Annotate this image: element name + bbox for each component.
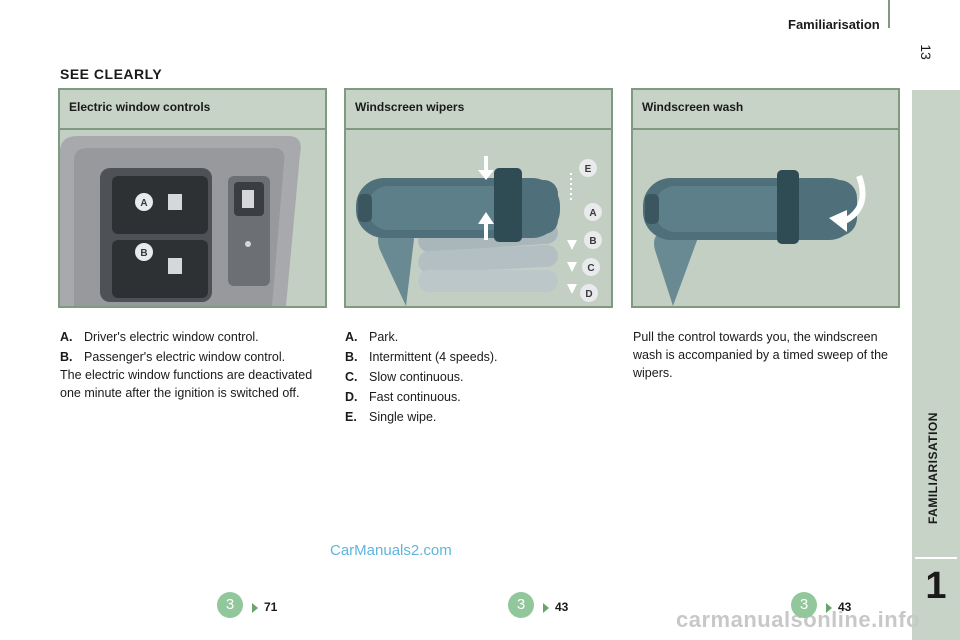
item-text: Park. bbox=[369, 330, 399, 344]
wiper-positions-list: A. Park. B. Intermittent (4 speeds). C. … bbox=[345, 328, 605, 428]
panel-title: Windscreen wash bbox=[633, 90, 898, 130]
item-text: Slow continuous. bbox=[369, 370, 464, 384]
callout-c: C bbox=[587, 263, 594, 274]
list-item: B. Passenger's electric window control. bbox=[60, 348, 320, 367]
panel-title: Electric window controls bbox=[60, 90, 325, 130]
list-item: D. Fast continuous. bbox=[345, 388, 605, 407]
item-text: Intermittent (4 speeds). bbox=[369, 350, 498, 364]
item-letter: D. bbox=[345, 390, 358, 404]
callout-a: A bbox=[589, 208, 596, 219]
chapter-ref-badge: 3 bbox=[508, 592, 534, 618]
chapter-tab-label: FAMILIARISATION bbox=[926, 412, 946, 524]
panel-electric-window-controls: Electric window controls A B bbox=[58, 88, 327, 308]
section-title: SEE CLEARLY bbox=[60, 66, 163, 82]
item-letter: B. bbox=[345, 350, 358, 364]
chapter-number: 1 bbox=[925, 565, 947, 607]
item-text: Fast continuous. bbox=[369, 390, 461, 404]
ref-page-link[interactable]: 71 bbox=[264, 600, 278, 614]
chapter-ref-badge: 3 bbox=[217, 592, 243, 618]
callout-b: B bbox=[140, 248, 147, 259]
callout-b: B bbox=[589, 236, 596, 247]
item-letter: A. bbox=[60, 330, 73, 344]
window-controls-list: A. Driver's electric window control. B. … bbox=[60, 328, 320, 368]
item-letter: A. bbox=[345, 330, 358, 344]
panel-title: Windscreen wipers bbox=[346, 90, 611, 130]
wash-description: Pull the control towards you, the windsc… bbox=[633, 330, 888, 380]
site-watermark: CarManuals2.com bbox=[330, 542, 452, 559]
chapter-ref-badge: 3 bbox=[791, 592, 817, 618]
panel-windscreen-wipers: Windscreen wipers E bbox=[344, 88, 613, 308]
callout-e: E bbox=[585, 164, 592, 175]
panel-windscreen-wash: Windscreen wash bbox=[631, 88, 900, 308]
callout-a: A bbox=[140, 198, 147, 209]
list-item: C. Slow continuous. bbox=[345, 368, 605, 387]
chapter-tab-divider bbox=[915, 557, 957, 559]
ref-arrow-icon bbox=[543, 603, 549, 613]
page-number: 13 bbox=[918, 44, 934, 60]
ref-page-link[interactable]: 43 bbox=[555, 600, 569, 614]
item-letter: C. bbox=[345, 370, 358, 384]
item-text: Passenger's electric window control. bbox=[84, 350, 286, 364]
list-item: E. Single wipe. bbox=[345, 408, 605, 427]
wiper-stalk-illustration: E A B C D bbox=[346, 130, 611, 306]
item-text: Single wipe. bbox=[369, 410, 437, 424]
window-controls-illustration: A B bbox=[60, 130, 325, 306]
list-item: A. Park. bbox=[345, 328, 605, 347]
list-item: A. Driver's electric window control. bbox=[60, 328, 320, 347]
wash-stalk-illustration bbox=[633, 130, 898, 306]
window-controls-note: The electric window functions are deacti… bbox=[60, 368, 313, 400]
header-divider bbox=[888, 0, 890, 28]
list-item: B. Intermittent (4 speeds). bbox=[345, 348, 605, 367]
ref-arrow-icon bbox=[252, 603, 258, 613]
ref-arrow-icon bbox=[826, 603, 832, 613]
header-title: Familiarisation bbox=[788, 17, 880, 32]
ref-page-link[interactable]: 43 bbox=[838, 600, 852, 614]
item-text: Driver's electric window control. bbox=[84, 330, 259, 344]
callout-d: D bbox=[585, 289, 592, 300]
chapter-side-tab bbox=[912, 90, 960, 640]
item-letter: B. bbox=[60, 350, 73, 364]
item-letter: E. bbox=[345, 410, 357, 424]
